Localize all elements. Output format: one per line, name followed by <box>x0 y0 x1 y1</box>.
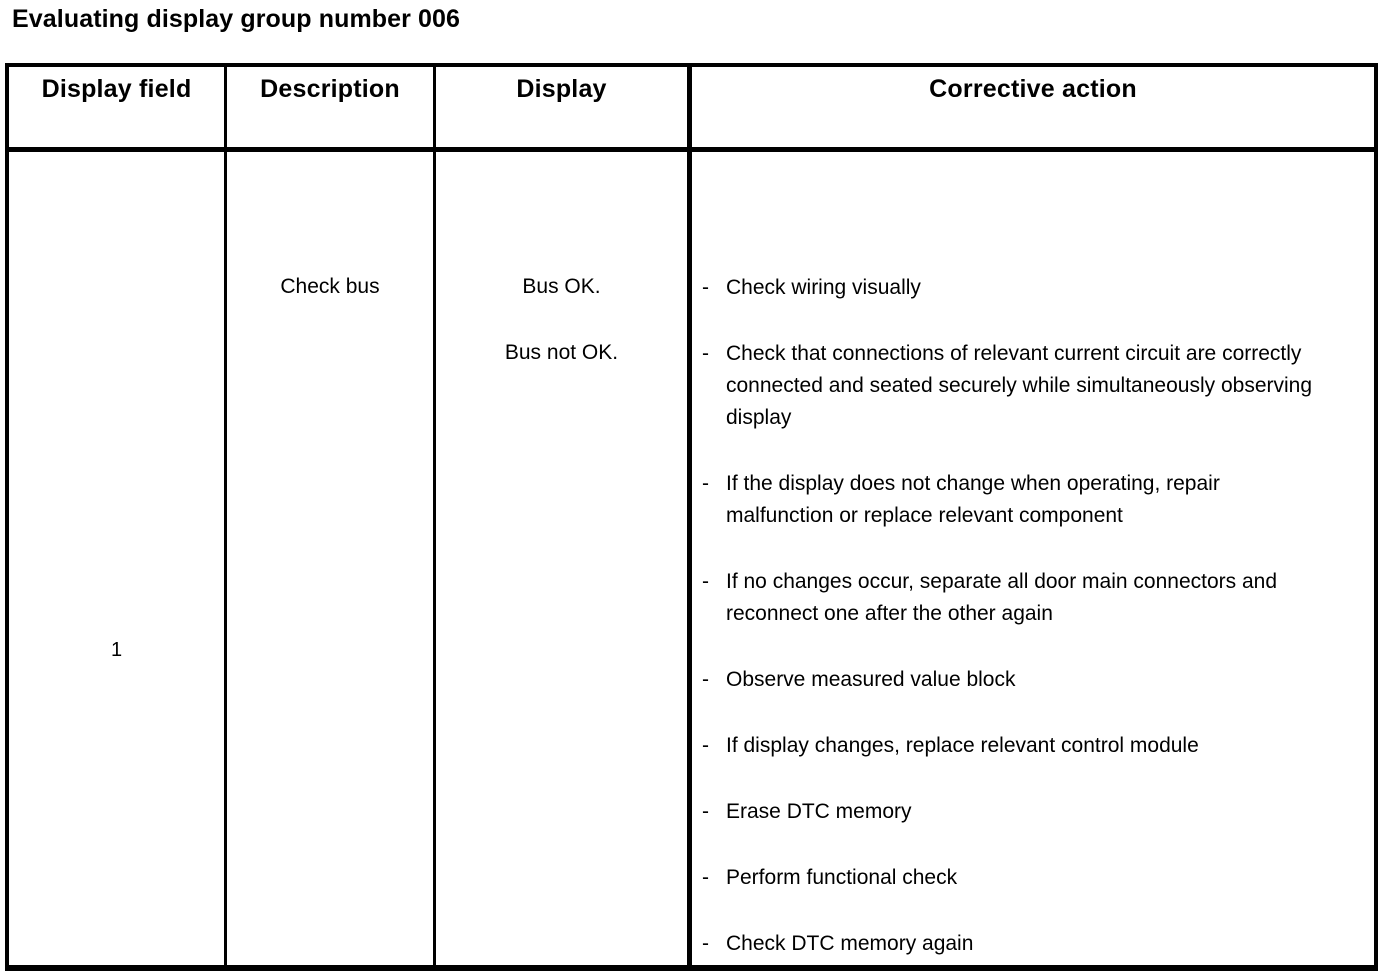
column-header-corrective-action: Corrective action <box>687 67 1374 147</box>
list-item-text: If display changes, replace relevant con… <box>726 734 1199 757</box>
list-item: - If display changes, replace relevant c… <box>702 730 1366 762</box>
column-header-description: Description <box>224 67 433 147</box>
bullet-dash-icon: - <box>702 866 709 889</box>
description-text: Check bus <box>280 275 380 298</box>
list-item-text: If the display does not change when oper… <box>726 472 1220 527</box>
list-item: - If no changes occur, separate all door… <box>702 566 1366 630</box>
cell-display: Bus OK. Bus not OK. <box>433 152 687 965</box>
bullet-dash-icon: - <box>702 932 709 955</box>
list-item-text: Check that connections of relevant curre… <box>726 342 1313 429</box>
cell-display-field: 1 <box>9 152 224 965</box>
bullet-dash-icon: - <box>702 668 709 691</box>
column-header-display-field: Display field <box>41 75 192 103</box>
display-value-list: Bus OK. Bus not OK. <box>436 275 687 407</box>
list-item-text: Check wiring visually <box>726 276 921 299</box>
bullet-dash-icon: - <box>702 342 709 365</box>
list-item: - Check DTC memory again <box>702 928 1366 960</box>
corrective-action-list: - Check wiring visually - Check that con… <box>702 272 1366 965</box>
display-value-item: Bus OK. <box>522 275 601 298</box>
list-item-text: Observe measured value block <box>726 668 1016 691</box>
cell-corrective-action: - Check wiring visually - Check that con… <box>687 152 1374 965</box>
list-item-text: Perform functional check <box>726 866 958 889</box>
list-item: - Erase DTC memory <box>702 796 1366 828</box>
bullet-dash-icon: - <box>702 800 709 823</box>
bullet-dash-icon: - <box>702 276 709 299</box>
bullet-dash-icon: - <box>702 472 709 495</box>
list-item-text: If no changes occur, separate all door m… <box>726 570 1278 625</box>
evaluation-table: Display field Description Display Correc… <box>5 63 1378 971</box>
list-item: - Observe measured value block <box>702 664 1366 696</box>
list-item: - Check that connections of relevant cur… <box>702 338 1366 434</box>
list-item: - Check wiring visually <box>702 272 1366 304</box>
cell-description: Check bus <box>224 152 433 965</box>
display-value-item: Bus not OK. <box>504 341 619 364</box>
list-item: - If the display does not change when op… <box>702 468 1366 532</box>
table-row: 1 Check bus Bus OK. Bus not OK. - Check … <box>9 152 1374 965</box>
list-item-text: Check DTC memory again <box>726 932 974 955</box>
list-item: - Perform functional check <box>702 862 1366 894</box>
table-header-row: Display field Description Display Correc… <box>9 67 1374 152</box>
bullet-dash-icon: - <box>702 734 709 757</box>
bullet-dash-icon: - <box>702 570 709 593</box>
page-title: Evaluating display group number 006 <box>12 5 461 33</box>
column-header-display: Display <box>433 67 687 147</box>
list-item-text: Erase DTC memory <box>726 800 912 823</box>
display-field-number: 1 <box>110 639 123 661</box>
